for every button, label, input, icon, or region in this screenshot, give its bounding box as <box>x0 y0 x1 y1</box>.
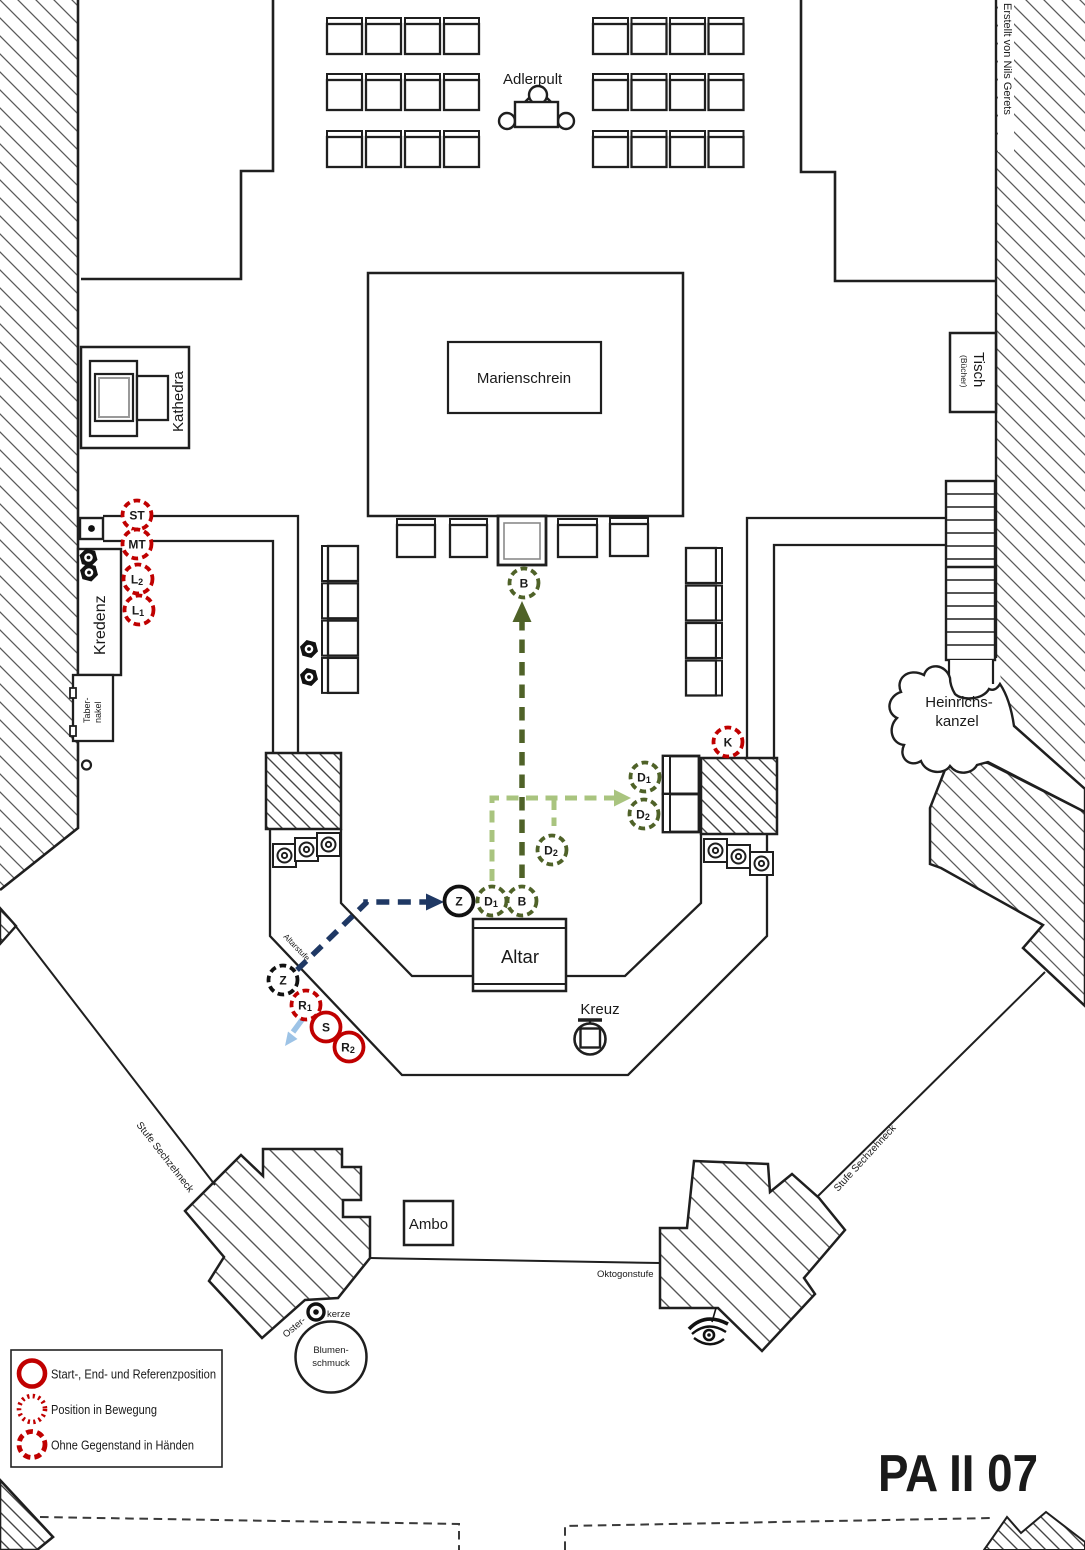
svg-text:D2: D2 <box>544 844 558 859</box>
svg-text:Tisch: Tisch <box>970 352 987 387</box>
svg-text:L2: L2 <box>131 573 143 588</box>
svg-text:Kreuz: Kreuz <box>580 1001 619 1018</box>
svg-text:nakel: nakel <box>93 701 103 723</box>
svg-text:Altar: Altar <box>501 946 539 967</box>
svg-text:R2: R2 <box>341 1041 355 1056</box>
svg-text:Erstellt von Nils Gerets: Erstellt von Nils Gerets <box>1001 3 1013 115</box>
svg-text:B: B <box>520 577 529 591</box>
svg-text:S: S <box>322 1021 330 1035</box>
svg-text:Marienschrein: Marienschrein <box>477 370 571 387</box>
svg-text:Adlerpult: Adlerpult <box>503 71 563 88</box>
svg-text:D1: D1 <box>637 771 651 786</box>
svg-text:Kredenz: Kredenz <box>92 595 109 655</box>
svg-text:Ambo: Ambo <box>409 1216 448 1233</box>
svg-text:schmuck: schmuck <box>312 1358 350 1369</box>
svg-text:kerze: kerze <box>327 1309 350 1320</box>
svg-text:Kathedra: Kathedra <box>170 370 187 432</box>
svg-text:Heinrichs-: Heinrichs- <box>925 694 993 711</box>
svg-text:B: B <box>518 895 527 909</box>
svg-text:Oktogonstufe: Oktogonstufe <box>597 1269 654 1280</box>
svg-text:D1: D1 <box>484 895 498 910</box>
svg-text:PA II 07: PA II 07 <box>878 1445 1038 1503</box>
svg-text:Ohne Gegenstand in Händen: Ohne Gegenstand in Händen <box>51 1438 194 1453</box>
svg-text:Z: Z <box>279 974 286 988</box>
svg-text:Taber-: Taber- <box>82 697 92 723</box>
svg-text:K: K <box>724 736 733 750</box>
svg-text:Z: Z <box>455 895 462 909</box>
svg-text:(Bücher): (Bücher) <box>959 355 969 388</box>
svg-text:D2: D2 <box>636 808 650 823</box>
svg-text:Blumen-: Blumen- <box>313 1345 348 1356</box>
svg-text:MT: MT <box>128 538 146 552</box>
svg-text:Position in Bewegung: Position in Bewegung <box>51 1402 157 1417</box>
svg-text:ST: ST <box>129 509 145 523</box>
svg-text:kanzel: kanzel <box>935 713 978 730</box>
svg-text:R1: R1 <box>298 999 312 1014</box>
svg-text:L1: L1 <box>132 604 144 619</box>
svg-text:Start-, End- und Referenzposit: Start-, End- und Referenzposition <box>51 1367 216 1382</box>
